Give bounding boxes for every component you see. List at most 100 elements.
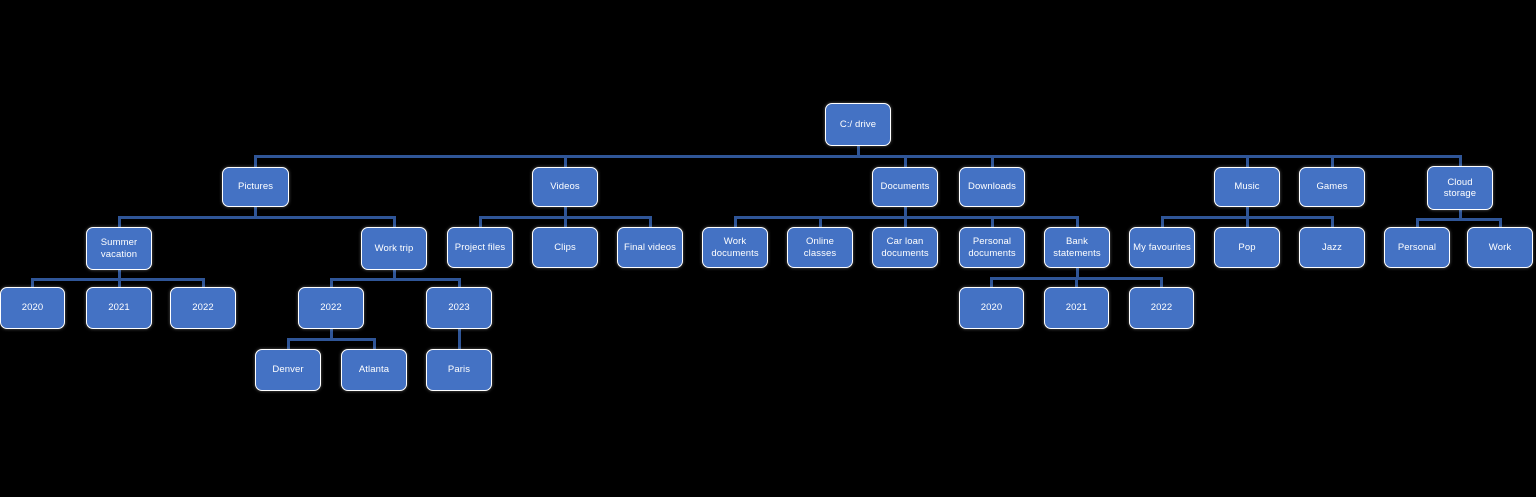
node-bs-2022[interactable]: 2022 [1129, 287, 1194, 329]
node-music[interactable]: Music [1214, 167, 1280, 207]
node-pictures[interactable]: Pictures [222, 167, 289, 207]
node-label: Work documents [711, 236, 759, 259]
connector-line [457, 278, 461, 288]
node-pop[interactable]: Pop [1214, 227, 1280, 268]
node-label: Jazz [1322, 241, 1342, 253]
node-wt-2023[interactable]: 2023 [426, 287, 492, 329]
connector-line [563, 206, 567, 219]
connector-line [286, 338, 290, 350]
connector-line [1160, 277, 1163, 288]
node-paris[interactable]: Paris [426, 349, 492, 391]
node-jazz[interactable]: Jazz [1299, 227, 1365, 268]
node-label: Personal [1397, 241, 1437, 253]
node-work-trip[interactable]: Work trip [361, 227, 427, 270]
connector-line [990, 155, 994, 168]
connector-line [254, 206, 257, 219]
node-label: 2022 [320, 302, 342, 314]
connector-line [1075, 267, 1079, 280]
connector-line [1245, 155, 1249, 168]
connector-line [990, 277, 993, 288]
connector-line [329, 328, 333, 341]
node-sv-2020[interactable]: 2020 [0, 287, 65, 329]
node-label: 2022 [1150, 302, 1173, 314]
node-label: Personal documents [968, 236, 1016, 259]
node-label: Paris [447, 364, 471, 376]
connector-line [31, 278, 34, 288]
connector-line [1458, 209, 1462, 221]
connector-line [117, 278, 121, 288]
node-cloud-personal[interactable]: Personal [1384, 227, 1450, 268]
node-label: Work [1488, 241, 1512, 253]
connector-line [1330, 216, 1334, 228]
node-bs-2021[interactable]: 2021 [1044, 287, 1109, 329]
node-label: 2020 [21, 302, 44, 314]
node-label: Car loan documents [881, 236, 929, 259]
node-atlanta[interactable]: Atlanta [341, 349, 407, 391]
node-label: Summer vacation [100, 237, 138, 260]
connector-line [1160, 216, 1164, 228]
connector-line [818, 216, 822, 228]
node-cloud-work[interactable]: Work [1467, 227, 1533, 268]
connector-line [903, 155, 907, 168]
node-wt-2022[interactable]: 2022 [298, 287, 364, 329]
connector-line [329, 278, 333, 288]
node-label: Cloud storage [1443, 176, 1477, 199]
connector-line [117, 216, 121, 228]
connector-line [1498, 218, 1502, 228]
node-my-favourites[interactable]: My favourites [1129, 227, 1195, 268]
connector-line [392, 269, 396, 281]
node-bs-2020[interactable]: 2020 [959, 287, 1024, 329]
node-final-videos[interactable]: Final videos [617, 227, 683, 268]
connector-line [563, 216, 567, 228]
node-summer-vacation[interactable]: Summer vacation [86, 227, 152, 270]
connector-line [372, 338, 376, 350]
node-bank-statements[interactable]: Bank statements [1044, 227, 1110, 268]
connector-line [286, 338, 376, 341]
connector-line [254, 155, 1462, 158]
connector-line [1075, 277, 1078, 288]
node-downloads[interactable]: Downloads [959, 167, 1025, 207]
connector-line [1458, 155, 1462, 167]
node-label: Videos [550, 181, 580, 193]
node-label: C:/ drive [839, 118, 877, 130]
node-denver[interactable]: Denver [255, 349, 321, 391]
connector-line [1075, 216, 1079, 228]
connector-line [903, 206, 907, 219]
node-videos[interactable]: Videos [532, 167, 598, 207]
node-label: 2021 [108, 302, 130, 314]
connector-line [117, 216, 396, 219]
node-games[interactable]: Games [1299, 167, 1365, 207]
node-online-classes[interactable]: Online classes [787, 227, 853, 268]
connector-line [117, 269, 121, 281]
connector-line [1330, 155, 1334, 168]
connector-line [1415, 218, 1419, 228]
node-sv-2022[interactable]: 2022 [170, 287, 236, 329]
node-root[interactable]: C:/ drive [825, 103, 891, 146]
node-personal-documents[interactable]: Personal documents [959, 227, 1025, 268]
node-label: Documents [880, 181, 930, 193]
node-project-files[interactable]: Project files [447, 227, 513, 268]
node-label: Final videos [624, 241, 676, 253]
connector-line [254, 155, 257, 168]
connector-line [478, 216, 482, 228]
node-label: Denver [272, 364, 304, 376]
node-label: Pictures [237, 181, 274, 193]
node-cloud-storage[interactable]: Cloud storage [1427, 166, 1493, 210]
node-label: Atlanta [358, 364, 390, 376]
node-work-documents[interactable]: Work documents [702, 227, 768, 268]
node-sv-2021[interactable]: 2021 [86, 287, 152, 329]
node-label: 2023 [448, 302, 470, 314]
node-clips[interactable]: Clips [532, 227, 598, 268]
node-documents[interactable]: Documents [872, 167, 938, 207]
node-label: 2020 [980, 302, 1003, 314]
node-label: Bank statements [1053, 236, 1101, 259]
node-label: Online classes [803, 236, 837, 259]
node-label: Project files [454, 241, 506, 253]
node-label: 2021 [1065, 302, 1088, 314]
node-label: Games [1316, 181, 1348, 193]
connector-line [392, 216, 396, 228]
connector-line [1415, 218, 1502, 221]
node-car-loan-documents[interactable]: Car loan documents [872, 227, 938, 268]
connector-line [856, 145, 860, 158]
